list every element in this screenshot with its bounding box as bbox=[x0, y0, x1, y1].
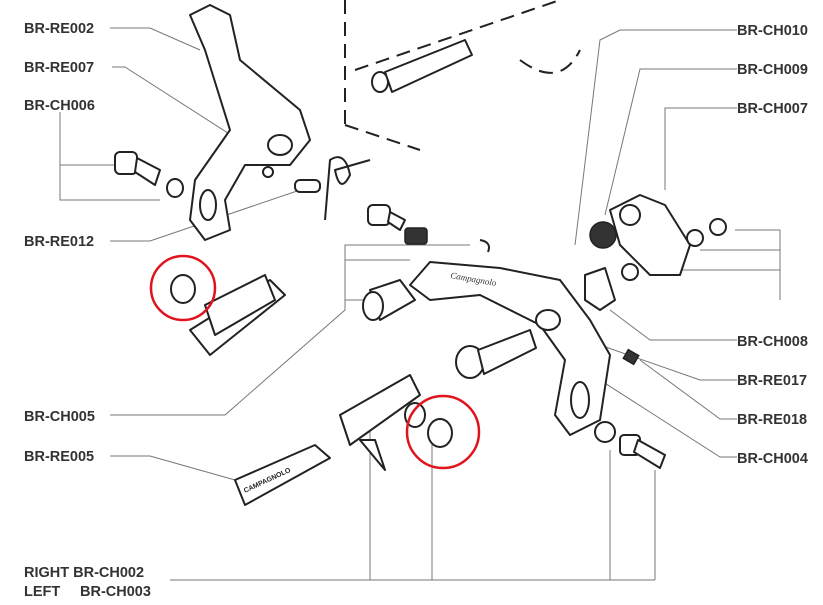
center-hardware bbox=[362, 204, 490, 321]
label-left-prefix: LEFT bbox=[24, 584, 60, 600]
label-br-ch003: BR-CH003 bbox=[80, 584, 151, 600]
label-br-re012: BR-RE012 bbox=[24, 234, 94, 250]
long-bolt bbox=[455, 329, 537, 379]
label-br-ch009: BR-CH009 bbox=[737, 62, 808, 78]
label-br-ch002: RIGHT BR-CH002 bbox=[24, 565, 144, 581]
caliper-body: Campagnolo bbox=[409, 261, 611, 436]
label-br-re018: BR-RE018 bbox=[737, 412, 807, 428]
label-br-ch007: BR-CH007 bbox=[737, 101, 808, 117]
highlight-circle-left bbox=[149, 254, 217, 322]
label-br-re017: BR-RE017 bbox=[737, 373, 807, 389]
right-arm-parts bbox=[584, 194, 727, 469]
label-br-ch004: BR-CH004 bbox=[737, 451, 808, 467]
leader-lines bbox=[59, 27, 781, 581]
label-br-ch010: BR-CH010 bbox=[737, 23, 808, 39]
frame-outline bbox=[344, 0, 581, 151]
brake-pad: CAMPAGNOLO bbox=[234, 444, 331, 506]
label-br-ch008: BR-CH008 bbox=[737, 334, 808, 350]
spring bbox=[324, 156, 371, 221]
top-bolt bbox=[371, 39, 473, 93]
highlight-circle-right bbox=[405, 394, 481, 470]
part-labels-right: BR-CH010 BR-CH009 BR-CH007 BR-CH008 BR-R… bbox=[737, 23, 808, 467]
bolt-ch006 bbox=[114, 151, 184, 198]
label-br-re002: BR-RE002 bbox=[24, 21, 94, 37]
label-br-ch006: BR-CH006 bbox=[24, 98, 95, 114]
label-br-re005: BR-RE005 bbox=[24, 449, 94, 465]
label-br-re007: BR-RE007 bbox=[24, 60, 94, 76]
brake-shoe-left bbox=[170, 274, 286, 356]
brake-shoe-right bbox=[339, 374, 453, 471]
part-labels-left: BR-RE002 BR-RE007 BR-CH006 BR-RE012 BR-C… bbox=[24, 21, 151, 600]
pivot-pin bbox=[294, 179, 321, 193]
small-screw bbox=[262, 166, 274, 178]
label-br-ch005: BR-CH005 bbox=[24, 409, 95, 425]
upper-brake-arm bbox=[189, 4, 311, 241]
